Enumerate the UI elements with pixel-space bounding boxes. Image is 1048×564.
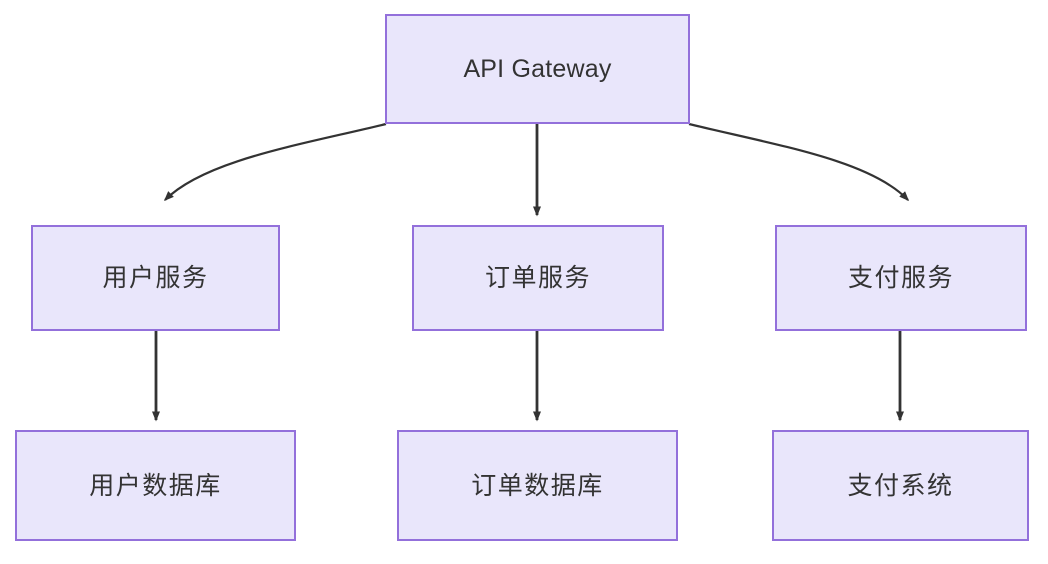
node-order-db[interactable]: 订单数据库 [397,430,678,541]
node-order-service[interactable]: 订单服务 [412,225,664,331]
node-label-order-service: 订单服务 [484,264,591,292]
edge-gateway-user [163,122,387,202]
node-user-db[interactable]: 用户数据库 [15,430,296,541]
node-label-user-db: 用户数据库 [89,471,222,500]
node-payment-system[interactable]: 支付系统 [772,430,1029,541]
node-payment-service[interactable]: 支付服务 [775,225,1027,331]
node-label-payment-system: 支付系统 [847,471,954,500]
node-user-service[interactable]: 用户服务 [31,225,280,331]
edge-gateway-payment [688,122,910,202]
node-label-payment-service: 支付服务 [847,264,954,292]
node-label-user-service: 用户服务 [102,264,209,292]
node-label-api-gateway: API Gateway [463,55,612,83]
node-label-order-db: 订单数据库 [471,471,604,500]
node-api-gateway[interactable]: API Gateway [385,14,690,124]
